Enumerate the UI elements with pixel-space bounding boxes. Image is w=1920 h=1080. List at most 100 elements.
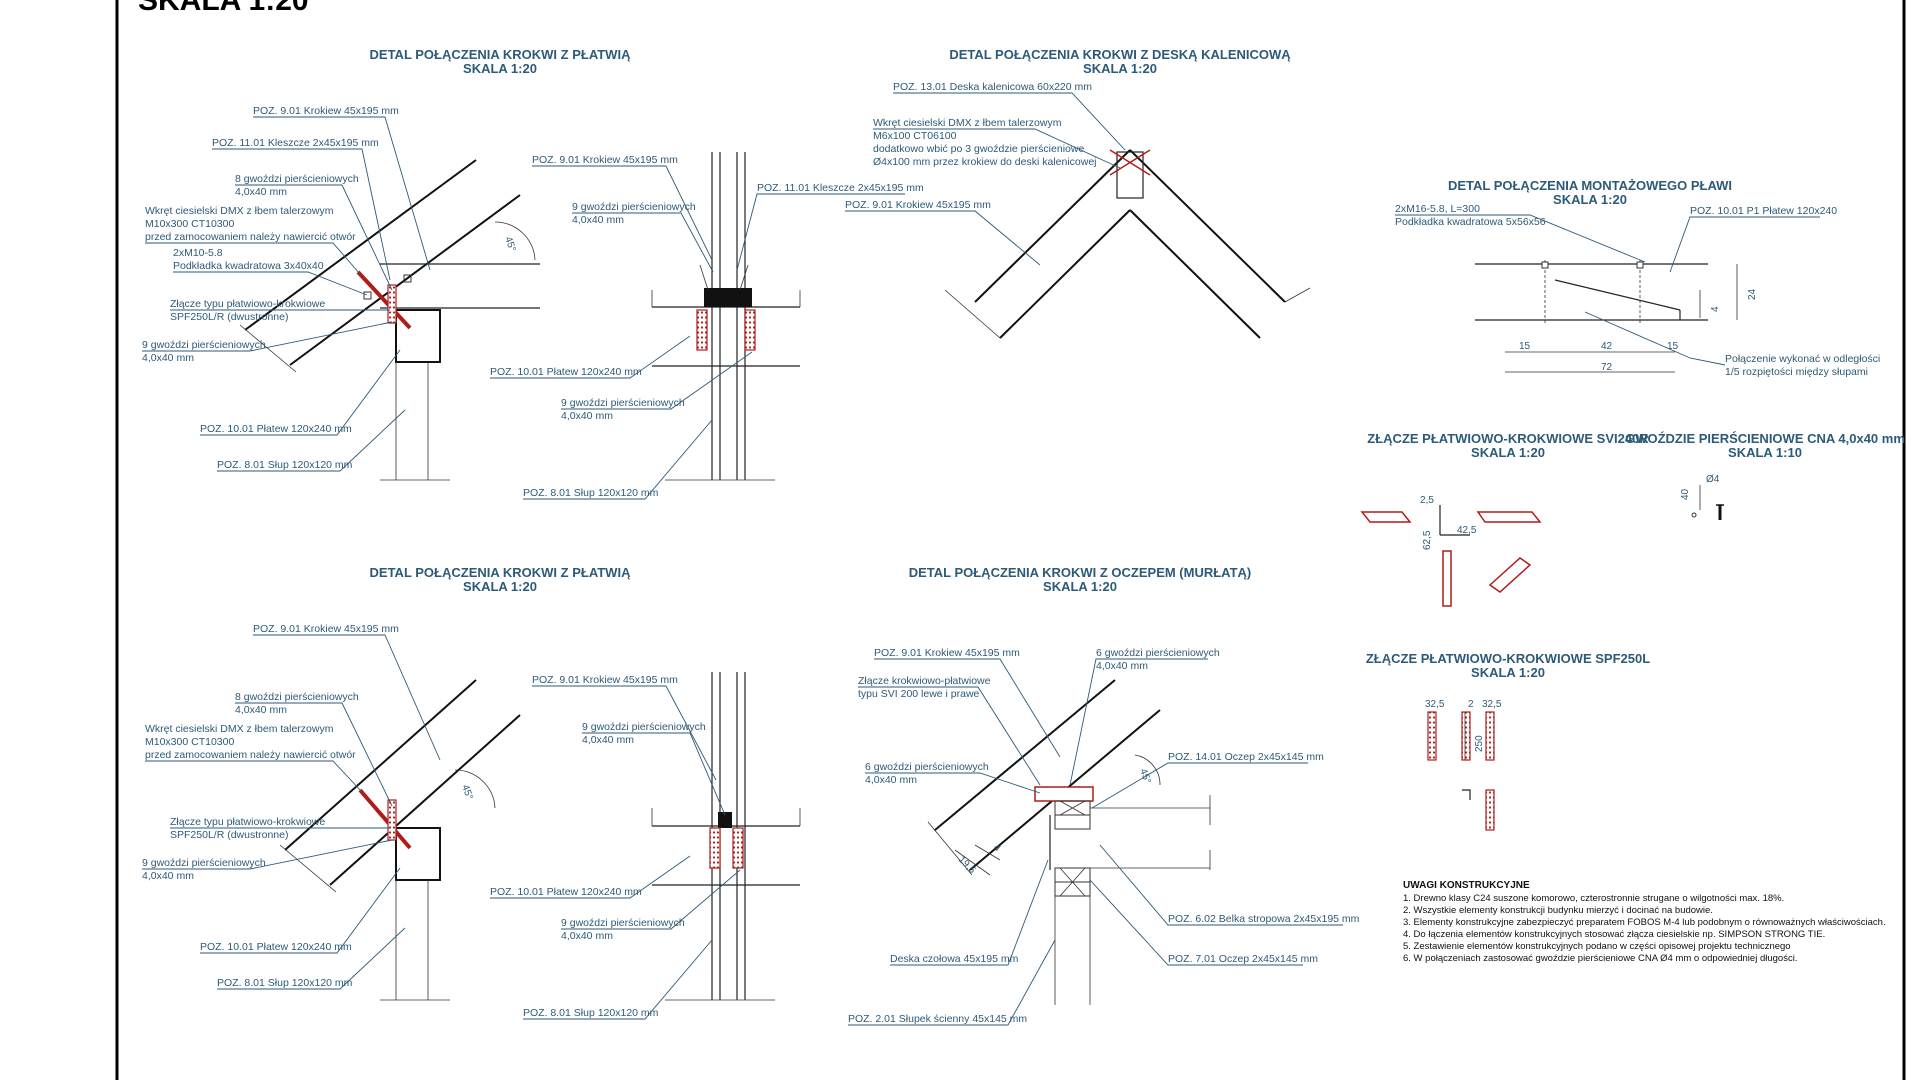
label-screw-code: M10x300 CT10300: [145, 736, 234, 748]
section-shape: [651, 672, 801, 1001]
label-connector: Złącze krokwiowo-płatwiowe: [858, 675, 991, 687]
note-item: 5. Zestawienie elementów konstrukcyjnych…: [1403, 941, 1791, 952]
label-screw: Wkręt ciesielski DMX z łbem talerzowym: [873, 117, 1062, 129]
detail-title: ZŁĄCZE PŁATWIOWO-KROKWIOWE SVI240R: [1367, 431, 1649, 446]
dim-40: 40: [1680, 488, 1691, 500]
label-nails9-size: 4,0x40 mm: [142, 870, 194, 882]
label-ridge: POZ. 13.01 Deska kalenicowa 60x220 mm: [893, 81, 1092, 93]
detail-scale: SKALA 1:20: [463, 61, 537, 76]
notes-title: UWAGI KONSTRUKCYJNE: [1403, 880, 1530, 891]
label-rafter: POZ. 9.01 Krokiew 45x195 mm: [532, 154, 678, 166]
label-note-2: 1/5 rozpiętości między słupami: [1725, 366, 1868, 378]
dim-4: 4: [991, 842, 1003, 854]
washer-shape: [363, 291, 372, 300]
rafter-shape: [239, 159, 521, 373]
detail-title: GWOŹDZIE PIERŚCIENIOWE CNA 4,0x40 mm: [1625, 431, 1905, 446]
label-nails9: 9 gwoździ pierścieniowych: [142, 857, 266, 869]
label-nails9-size: 4,0x40 mm: [572, 214, 624, 226]
detail-title: DETAL POŁĄCZENIA KROKWI Z PŁATWIĄ: [370, 565, 632, 580]
washer-shape: [403, 274, 412, 283]
purlin-post-shape: [380, 827, 450, 1001]
label-screw: Wkręt ciesielski DMX z łbem talerzowym: [145, 723, 334, 735]
label-rafter: POZ. 9.01 Krokiew 45x195 mm: [253, 105, 399, 117]
label-nails9b: 9 gwoździ pierścieniowych: [561, 917, 685, 929]
label-tie: POZ. 11.01 Kleszcze 2x45x195 mm: [757, 182, 924, 194]
nail-shape: [1691, 485, 1724, 520]
label-rafter: POZ. 9.01 Krokiew 45x195 mm: [532, 674, 678, 686]
detail-purlin-section-top: POZ. 9.01 Krokiew 45x195 mm 9 gwoździ pi…: [490, 152, 924, 500]
label-purlin: POZ. 10.01 Płatew 120x240 mm: [490, 886, 642, 898]
note-item: 6. W połączeniach zastosować gwoździe pi…: [1403, 953, 1797, 964]
label-nails6-size: 4,0x40 mm: [865, 774, 917, 786]
connector-shape: [1427, 711, 1495, 831]
detail-purlin-section-bottom: POZ. 9.01 Krokiew 45x195 mm 9 gwoździ pi…: [490, 672, 801, 1020]
detail-rafter-purlin-bottom: DETAL POŁĄCZENIA KROKWI Z PŁATWIĄ SKALA …: [142, 565, 632, 1001]
angle-label: 45°: [502, 235, 518, 253]
label-nails9: 9 gwoździ pierścieniowych: [582, 721, 706, 733]
label-nails9b-size: 4,0x40 mm: [561, 410, 613, 422]
detail-rafter-wallplate: DETAL POŁĄCZENIA KROKWI Z OCZEPEM (MURŁA…: [848, 565, 1360, 1026]
label-purlin: POZ. 10.01 Płatew 120x240 mm: [200, 423, 352, 435]
label-rafter: POZ. 9.01 Krokiew 45x195 mm: [253, 623, 399, 635]
section-shape: [651, 152, 801, 481]
note-item: 1. Drewno klasy C24 suszone komorowo, cz…: [1403, 893, 1784, 904]
sheet-title: SKALA 1:20: [138, 0, 309, 17]
dim-24: 24: [1747, 288, 1758, 300]
label-fascia: Deska czołowa 45x195 mm: [890, 953, 1019, 965]
label-wallplate-14: POZ. 14.01 Oczep 2x45x145 mm: [1168, 751, 1324, 763]
label-nails9: 9 gwoździ pierścieniowych: [572, 201, 696, 213]
label-screw: Wkręt ciesielski DMX z łbem talerzowym: [145, 205, 334, 217]
label-post: POZ. 8.01 Słup 120x120 mm: [217, 459, 353, 471]
note-item: 2. Wszystkie elementy konstrukcji budynk…: [1403, 905, 1713, 916]
label-nails6-right: 6 gwoździ pierścieniowych: [1096, 647, 1220, 659]
label-tie: POZ. 11.01 Kleszcze 2x45x195 mm: [212, 137, 379, 149]
label-bolts: 2xM16-5.8, L=300: [1395, 203, 1480, 215]
dim-32-5: 32,5: [1425, 699, 1445, 710]
label-purlin: POZ. 10.01 Płatew 120x240 mm: [200, 941, 352, 953]
collar-tie-shape: [380, 263, 540, 309]
detail-scale: SKALA 1:20: [1553, 192, 1627, 207]
detail-ridge-board: DETAL POŁĄCZENIA KROKWI Z DESKĄ KALENICO…: [845, 47, 1311, 339]
detail-scale: SKALA 1:20: [463, 579, 537, 594]
dim-2: 2: [1468, 699, 1474, 710]
label-washer: Podkładka kwadratowa 3x40x40: [173, 260, 324, 272]
screw-shape: [356, 270, 412, 330]
label-purlin: POZ. 10.01 Płatew 120x240 mm: [490, 366, 642, 378]
label-nails9: 9 gwoździ pierścieniowych: [142, 339, 266, 351]
note-item: 4. Do łączenia elementów konstrukcyjnych…: [1403, 929, 1825, 940]
dim-15: 15: [1667, 341, 1679, 352]
label-nails6: 6 gwoździ pierścieniowych: [865, 761, 989, 773]
note-item: 3. Elementy konstrukcyjne zabezpieczyć p…: [1403, 917, 1886, 928]
dim-250: 250: [1474, 735, 1485, 752]
label-nails9b-size: 4,0x40 mm: [561, 930, 613, 942]
label-bolt: 2xM10-5.8: [173, 247, 223, 259]
dim-72: 72: [1601, 362, 1613, 373]
detail-title: DETAL POŁĄCZENIA MONTAŻOWEGO PŁAWI: [1448, 178, 1732, 193]
ridge-shape: [944, 149, 1311, 339]
detail-title: ZŁĄCZE PŁATWIOWO-KROKWIOWE SPF250L: [1366, 651, 1650, 666]
detail-scale: SKALA 1:10: [1728, 445, 1802, 460]
label-post: POZ. 8.01 Słup 120x120 mm: [523, 1007, 659, 1019]
detail-scale: SKALA 1:20: [1471, 445, 1545, 460]
detail-spf250l: ZŁĄCZE PŁATWIOWO-KROKWIOWE SPF250L SKALA…: [1366, 651, 1650, 831]
label-screw-note: dodatkowo wbić po 3 gwoździe pierścienio…: [873, 143, 1084, 155]
connector-shape: [1360, 505, 1542, 607]
detail-scale: SKALA 1:20: [1083, 61, 1157, 76]
label-screw-note: przed zamocowaniem należy nawiercić otwó…: [145, 749, 356, 761]
wallplate-shape: [927, 679, 1211, 1005]
label-rafter: POZ. 9.01 Krokiew 45x195 mm: [874, 647, 1020, 659]
detail-title: DETAL POŁĄCZENIA KROKWI Z PŁATWIĄ: [370, 47, 632, 62]
label-note: Połączenie wykonać w odległości: [1725, 353, 1880, 365]
purlin-post-shape: [380, 309, 450, 481]
label-nails8: 8 gwoździ pierścieniowych: [235, 173, 359, 185]
label-screw-code: M6x100 CT06100: [873, 130, 957, 142]
detail-ring-nails: GWOŹDZIE PIERŚCIENIOWE CNA 4,0x40 mm SKA…: [1625, 431, 1905, 520]
dim-19-5: 19,5: [956, 854, 978, 876]
label-post: POZ. 8.01 Słup 120x120 mm: [523, 487, 659, 499]
label-nails9b: 9 gwoździ pierścieniowych: [561, 397, 685, 409]
label-connector-type: SPF250L/R (dwustronne): [170, 829, 288, 841]
construction-notes: UWAGI KONSTRUKCYJNE 1. Drewno klasy C24 …: [1403, 880, 1886, 964]
detail-purlin-splice: DETAL POŁĄCZENIA MONTAŻOWEGO PŁAWI SKALA…: [1395, 178, 1880, 378]
label-nails6-right-size: 4,0x40 mm: [1096, 660, 1148, 672]
label-screw-note2: Ø4x100 mm przez krokiew do deski kalenic…: [873, 156, 1097, 168]
